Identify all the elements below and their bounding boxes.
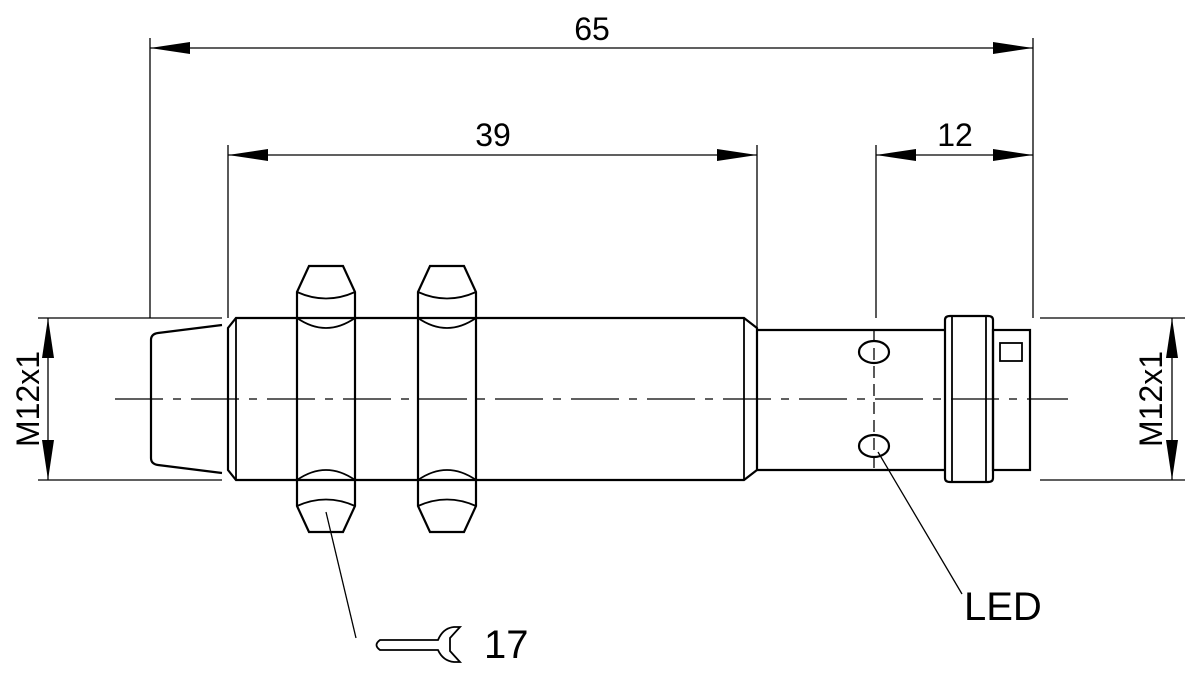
wrench-callout: 17 (325, 511, 529, 667)
led-label: LED (964, 585, 1042, 629)
wrench-size-label: 17 (484, 623, 529, 667)
dimension-39: 39 (228, 117, 757, 161)
connector-ring (943, 314, 995, 484)
wrench-icon (375, 626, 463, 663)
dimension-12-label: 12 (937, 117, 973, 153)
dimension-39-label: 39 (475, 117, 511, 153)
thread-right-label: M12x1 (1133, 351, 1169, 447)
thread-left-label: M12x1 (10, 351, 46, 447)
dimension-65-label: 65 (574, 11, 610, 47)
dimension-12: 12 (876, 117, 1033, 161)
extension-lines (38, 38, 1185, 481)
connector-plug (991, 328, 1032, 472)
hex-nut-2 (416, 264, 478, 534)
led-callout: LED (877, 451, 1042, 629)
rear-housing (757, 328, 945, 472)
dimension-thread-right: M12x1 (1133, 318, 1178, 480)
dimension-thread-left: M12x1 (10, 318, 55, 480)
dimension-65: 65 (150, 11, 1033, 54)
